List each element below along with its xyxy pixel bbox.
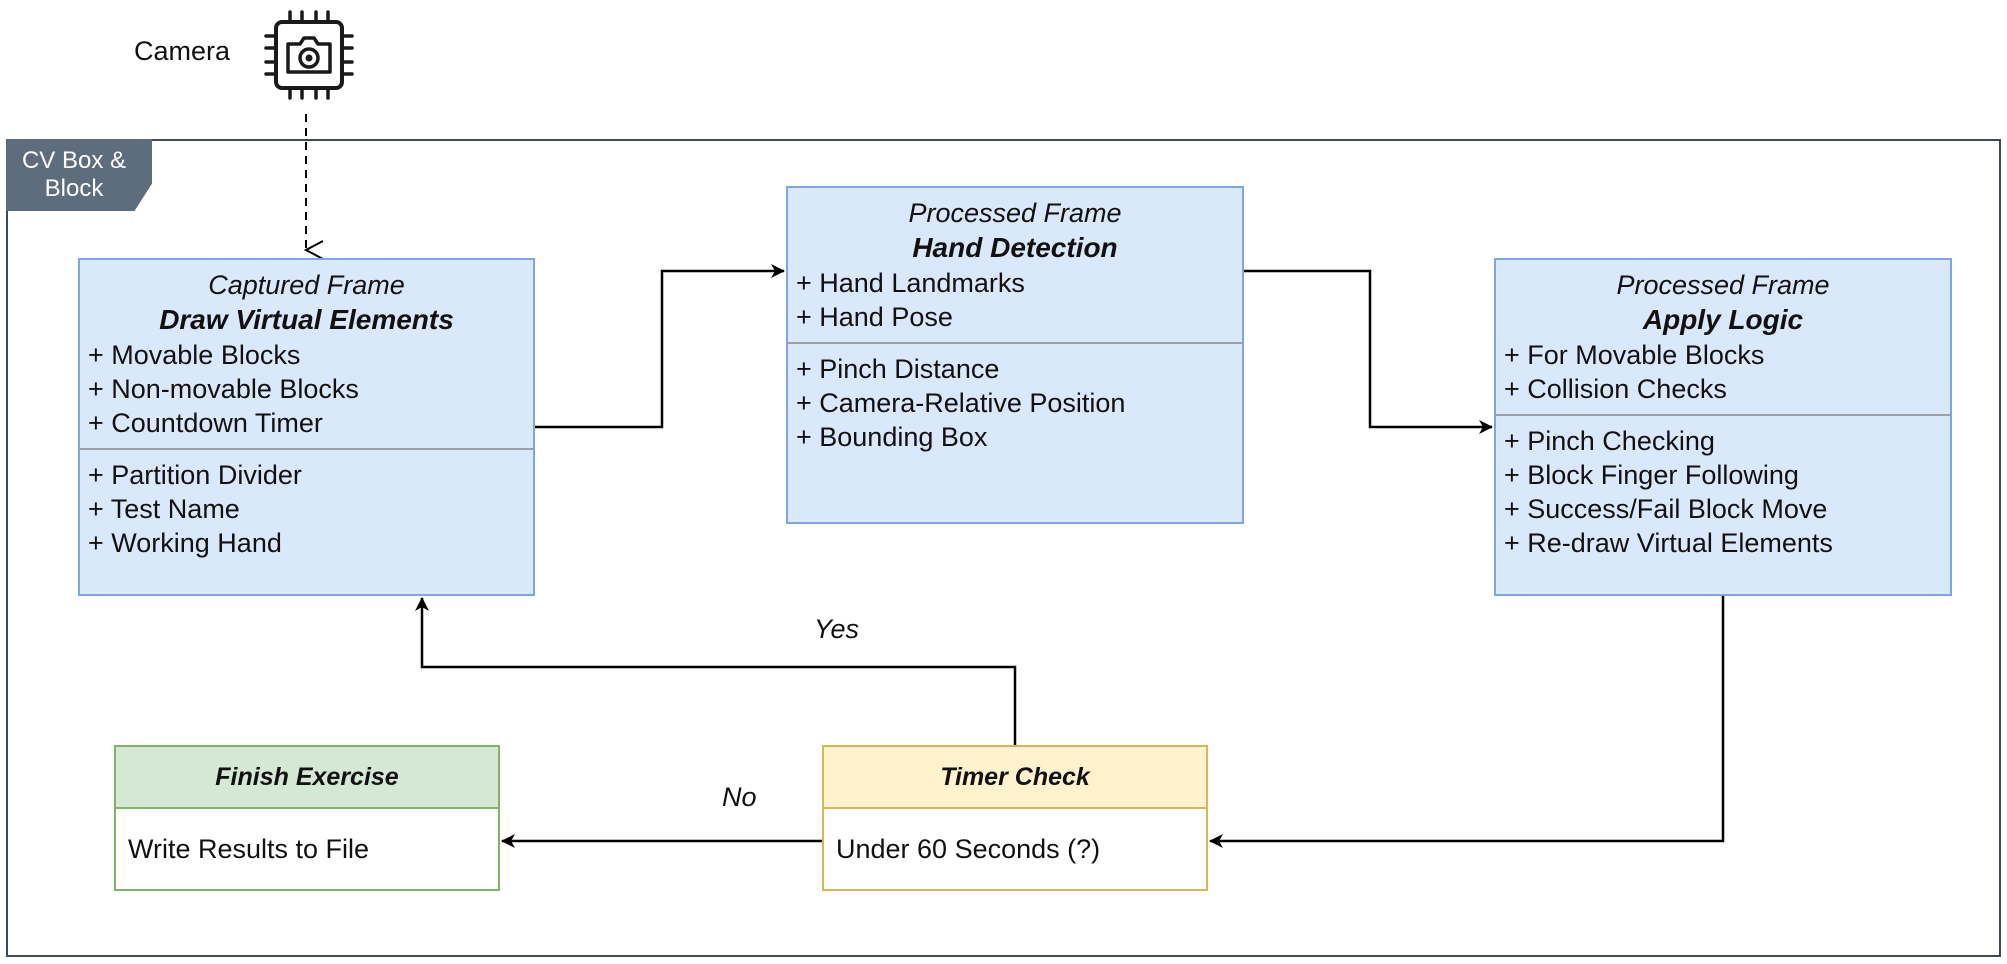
class-divider	[1496, 414, 1950, 416]
finish-exercise-node[interactable]: Finish Exercise Write Results to File	[114, 745, 500, 891]
captured-op: + Test Name	[88, 494, 240, 524]
apply-logic-class[interactable]: Processed Frame Apply Logic + For Movabl…	[1494, 258, 1952, 596]
captured-attr: + Movable Blocks	[88, 340, 301, 370]
captured-to-hand-edge	[535, 264, 785, 429]
logic-op: + Re-draw Virtual Elements	[1504, 528, 1833, 558]
hand-op: + Camera-Relative Position	[796, 388, 1126, 418]
apply-logic-stereotype: Processed Frame	[1616, 270, 1830, 300]
hand-detection-stereotype: Processed Frame	[908, 198, 1122, 228]
captured-attr: + Countdown Timer	[88, 408, 323, 438]
camera-label: Camera	[134, 36, 231, 66]
timer-check-title: Timer Check	[824, 747, 1206, 809]
logic-attr: + For Movable Blocks	[1504, 340, 1765, 370]
hand-to-logic-edge	[1244, 269, 1493, 434]
container-tag-line2: Block	[44, 175, 104, 202]
class-divider	[80, 448, 533, 450]
timer-check-node[interactable]: Timer Check Under 60 Seconds (?)	[822, 745, 1208, 891]
captured-frame-title: Draw Virtual Elements	[159, 304, 454, 335]
captured-frame-stereotype: Captured Frame	[208, 270, 405, 300]
hand-op: + Bounding Box	[796, 422, 988, 452]
captured-op: + Working Hand	[88, 528, 282, 558]
captured-frame-class[interactable]: Captured Frame Draw Virtual Elements + M…	[78, 258, 535, 596]
captured-attr: + Non-movable Blocks	[88, 374, 359, 404]
yes-edge-label: Yes	[814, 614, 860, 644]
logic-op: + Block Finger Following	[1504, 460, 1799, 490]
hand-attr: + Hand Pose	[796, 302, 953, 332]
class-divider	[788, 342, 1242, 344]
timer-yes-edge	[415, 597, 1017, 745]
logic-op: + Pinch Checking	[1504, 426, 1715, 456]
finish-exercise-title: Finish Exercise	[116, 747, 498, 809]
container-tag-line1: CV Box &	[21, 147, 127, 174]
camera-chip-icon	[264, 10, 354, 100]
hand-detection-title: Hand Detection	[912, 232, 1118, 263]
cv-box-block-container	[6, 139, 2001, 957]
apply-logic-title: Apply Logic	[1642, 304, 1804, 335]
hand-attr: + Hand Landmarks	[796, 268, 1025, 298]
hand-op: + Pinch Distance	[796, 354, 1000, 384]
timer-check-body: Under 60 Seconds (?)	[836, 833, 1101, 864]
finish-exercise-body: Write Results to File	[128, 833, 370, 864]
logic-op: + Success/Fail Block Move	[1504, 494, 1828, 524]
logic-to-timer-edge	[1209, 596, 1725, 848]
hand-detection-class[interactable]: Processed Frame Hand Detection + Hand La…	[786, 186, 1244, 524]
container-tag: CV Box & Block	[6, 139, 152, 211]
logic-attr: + Collision Checks	[1504, 374, 1727, 404]
captured-op: + Partition Divider	[88, 460, 302, 490]
no-edge-label: No	[722, 782, 757, 812]
